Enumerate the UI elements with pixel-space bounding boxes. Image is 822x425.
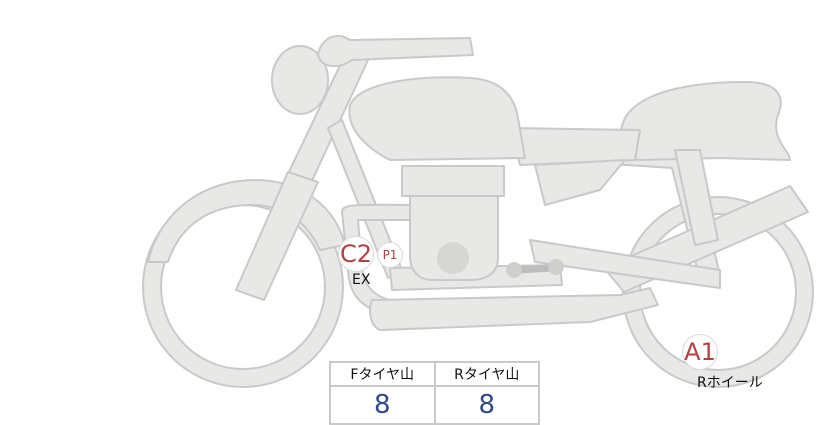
marker-a1-label: A1 bbox=[684, 338, 716, 366]
rear-tread-header: Rタイヤ山 bbox=[433, 361, 540, 387]
front-tread-value: 8 bbox=[329, 385, 436, 425]
engine-cover bbox=[437, 242, 469, 274]
marker-a1[interactable]: A1 bbox=[682, 334, 718, 370]
front-fork-lower bbox=[235, 171, 319, 301]
engine-top bbox=[401, 165, 505, 197]
ex-label: EX bbox=[352, 272, 371, 288]
front-tread-header: Fタイヤ山 bbox=[329, 361, 436, 387]
tread-header-row: Fタイヤ山 Rタイヤ山 bbox=[329, 361, 540, 387]
seat bbox=[619, 81, 791, 161]
marker-c2[interactable]: C2 bbox=[338, 236, 374, 272]
fuel-tank bbox=[348, 76, 526, 161]
tread-value-row: 8 8 bbox=[329, 385, 540, 425]
swingarm bbox=[529, 239, 721, 289]
handlebar bbox=[317, 35, 474, 68]
marker-p1[interactable]: P1 bbox=[377, 242, 403, 268]
tire-tread-table: Fタイヤ山 Rタイヤ山 8 8 bbox=[329, 361, 540, 425]
rear-tread-value: 8 bbox=[433, 385, 540, 425]
side-panel bbox=[534, 159, 626, 206]
exhaust-lower bbox=[369, 287, 659, 331]
marker-p1-label: P1 bbox=[382, 248, 398, 262]
headlight bbox=[271, 45, 329, 115]
engine-block bbox=[409, 195, 499, 281]
marker-c2-label: C2 bbox=[339, 240, 373, 268]
rear-wheel-label: Rホイール bbox=[697, 375, 763, 391]
rear-shock bbox=[674, 149, 719, 246]
